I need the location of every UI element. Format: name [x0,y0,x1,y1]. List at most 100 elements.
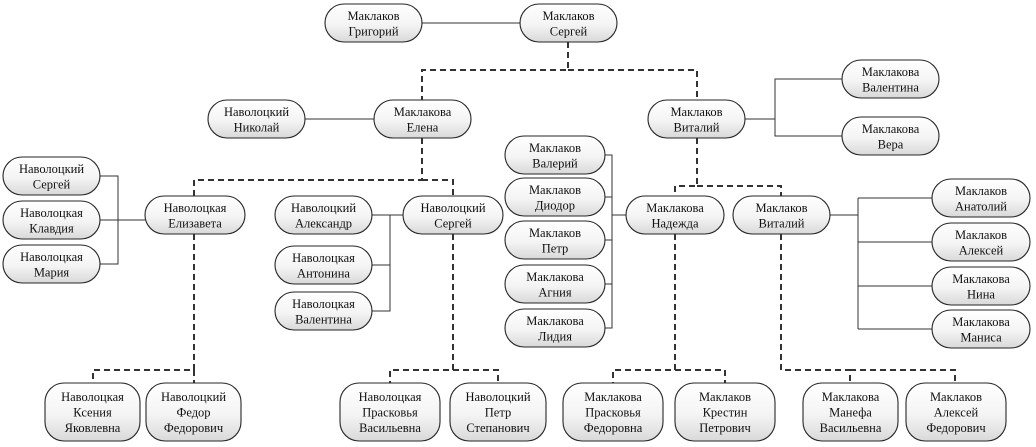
given-name-label: Сергей [434,216,472,230]
relation-solid-line [605,154,613,329]
surname-label: Наволоцкий [19,162,84,176]
surname-label: Маклаков [670,105,722,119]
relation-solid-line [372,215,391,312]
surname-label: Маклакова [584,390,642,404]
descent-dashed-line [92,234,195,383]
patronymic-label: Федоровна [584,421,643,435]
descent-dashed-line [612,234,676,383]
node-box [145,382,242,442]
given-name-label: Валентина [295,312,352,326]
node-box [562,382,664,442]
surname-label: Наволоцкий [224,105,289,119]
surname-label: Наволоцкий [291,201,356,215]
surname-label: Маклакова [862,122,920,136]
given-name-label: Григорий [348,24,398,38]
surname-label: Маклаков [955,184,1007,198]
node-box [402,195,504,235]
relation-solid-line [774,119,842,137]
given-name-label: Лидия [538,329,572,343]
given-name-label: Анатолий [955,199,1007,213]
surname-label: Маклаков [529,183,581,197]
given-name-label: Алексей [959,243,1004,257]
given-name-label: Виталий [759,216,805,230]
node-box [274,291,373,331]
given-name-label: Валерий [532,156,578,170]
surname-label: Маклакова [822,390,880,404]
surname-label: Наволоцкий [420,201,485,215]
patronymic-label: Степанович [466,421,529,435]
surname-label: Маклаков [930,390,982,404]
descent-dashed-line [421,42,569,100]
descent-dashed-line [850,369,956,383]
node-box [504,220,606,260]
surname-label: Маклакова [862,65,920,79]
node-box [207,99,306,139]
patronymic-label: Петрович [699,421,751,435]
node-box [44,382,141,442]
node-box [732,195,831,235]
patronymic-label: Васильевна [820,421,882,435]
node-box [674,382,776,442]
surname-label: Маклаков [542,9,594,23]
given-name-label: Николай [234,120,280,134]
patronymic-label: Федорович [164,421,223,435]
node-box [324,3,423,43]
descent-dashed-line [389,234,454,383]
descent-dashed-line [674,138,698,196]
node-box [504,135,606,175]
node-box [2,156,101,196]
surname-label: Маклакова [952,272,1010,286]
node-box [931,309,1031,349]
surname-label: Маклакова [646,201,704,215]
connector-lines [92,22,956,383]
given-name-label: Ксения [73,406,112,420]
node-box [931,222,1031,262]
node-box [647,99,746,139]
surname-label: Наволоцкая [61,390,124,404]
node-box [519,3,618,43]
given-name-label: Прасковья [362,406,418,420]
node-box [802,382,899,442]
given-name-label: Сергей [33,177,71,191]
node-box [841,59,940,99]
patronymic-label: Яковлевна [65,421,121,435]
node-box [504,177,606,217]
given-name-label: Прасковья [585,406,641,420]
given-name-label: Крестин [703,406,748,420]
descent-dashed-line [568,69,698,100]
surname-label: Маклаков [347,9,399,23]
node-box [841,116,940,156]
surname-label: Наволоцкая [20,206,83,220]
node-box [144,195,246,235]
surname-label: Маклаков [955,228,1007,242]
surname-label: Маклакова [526,270,584,284]
surname-label: Маклакова [952,315,1010,329]
patronymic-label: Васильевна [359,421,421,435]
surname-label: Наволоцкий [465,390,530,404]
